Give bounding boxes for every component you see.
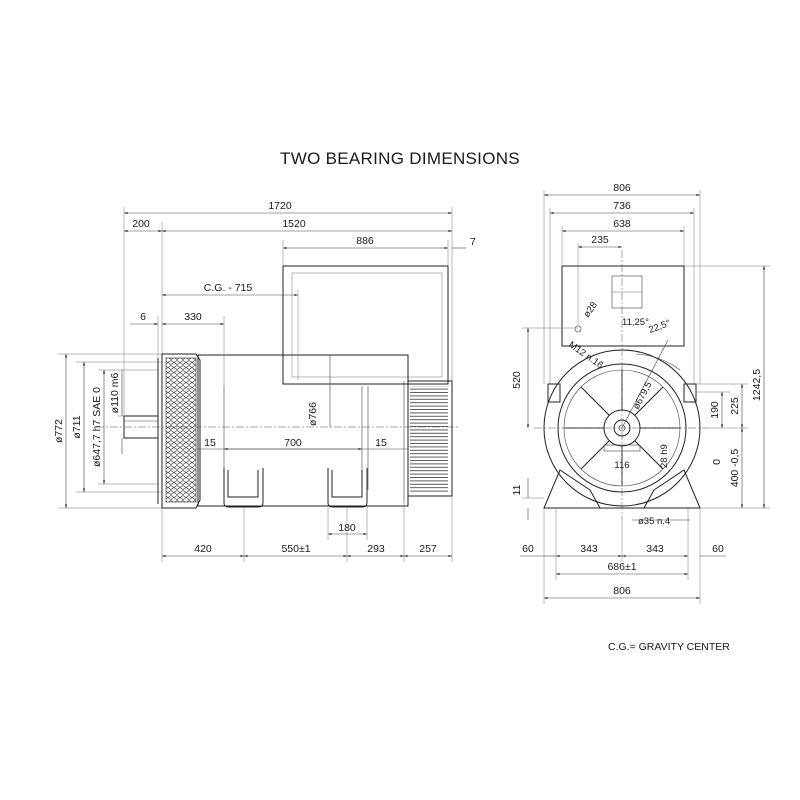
foot-left [223,468,264,508]
dim-thread: M12 n.16 [566,339,605,371]
end-foot-right [643,469,701,509]
dim-base-left: 420 [194,543,212,555]
dim-foot-margin-left: 15 [204,437,216,449]
dim-foot-centers: 686±1 [607,561,636,573]
dim-flange-thickness: 6 [140,311,146,323]
adaptor-grille [165,357,197,503]
dim-terminal-box: 886 [356,235,374,247]
dim-height-520: 520 [511,371,523,389]
dim-terminal-offset: 7 [470,236,476,248]
dim-overall-length: 1720 [268,200,292,212]
dim-keyway-height: 28 h9 [659,444,670,468]
dim-base-width: 806 [613,585,631,597]
dim-total-height: 1242,5 [751,369,763,401]
dim-shaft-height-upper: 0 [711,459,723,465]
exciter-louvers [410,386,448,494]
terminal-box-inner [291,272,443,378]
dim-shaft-height: 400 -0,5 [729,449,741,488]
dim-height-190: 190 [709,401,721,419]
dim-base-60-right: 60 [712,543,724,555]
dim-foot-margin-right: 15 [375,437,387,449]
end-foot-left [543,469,601,509]
dim-angle-small: 11,25° [622,317,649,328]
end-terminal-box [561,265,685,347]
dim-bolt-circle: ø711 [71,415,83,438]
dim-shaft-diameter: ø110 m6 [109,373,121,414]
dim-flange-to-foot: 330 [184,311,202,323]
dim-foot-holes: ø35 n.4 [638,516,670,527]
dim-end-235: 235 [591,234,609,246]
dim-base-center: 550±1 [281,543,310,555]
dim-angle-large: 22,5° [647,318,672,336]
side-view: 1720 200 1520 886 7 C.G. - 715 6 330 ø76… [53,200,476,562]
dim-flange-outer: ø772 [53,419,65,443]
dim-spigot: ø647,7 h7 SAE 0 [91,387,103,467]
dim-body-length: 1520 [282,218,306,230]
page-title: TWO BEARING DIMENSIONS [280,149,520,168]
dim-foot-span: 700 [284,437,302,449]
dim-end-638: 638 [613,218,631,230]
dim-pcd: ø679,5 [631,380,655,411]
flange-hole [574,325,582,333]
dim-base-60-left: 60 [522,543,534,555]
dim-base-end: 257 [419,543,437,555]
dim-shaft-extension: 200 [132,218,150,230]
dim-gravity-center: C.G. - 715 [204,282,253,294]
end-view: 806 736 638 235 ø28 M12 n.16 11,25° 22,5… [511,182,770,604]
end-foot-pad-right [683,383,697,403]
dim-end-overall-width: 806 [613,182,631,194]
dim-hole-diameter: ø28 [581,300,599,320]
gravity-center-legend: C.G.= GRAVITY CENTER [608,641,730,653]
dim-end-736: 736 [613,200,631,212]
foot-right [327,468,368,508]
dim-base-343-left: 343 [580,543,598,555]
terminal-box [282,265,449,385]
end-foot-pad-left [547,383,561,403]
dim-base-343-right: 343 [646,543,664,555]
exciter-cover [408,380,453,497]
dim-foot-height: 11 [511,484,523,495]
dim-height-225: 225 [729,397,741,415]
dim-keyway-width: 116 [614,460,629,471]
dim-base-right: 293 [367,543,385,555]
dim-housing-diameter: ø766 [307,402,319,426]
generator-body [197,354,409,507]
